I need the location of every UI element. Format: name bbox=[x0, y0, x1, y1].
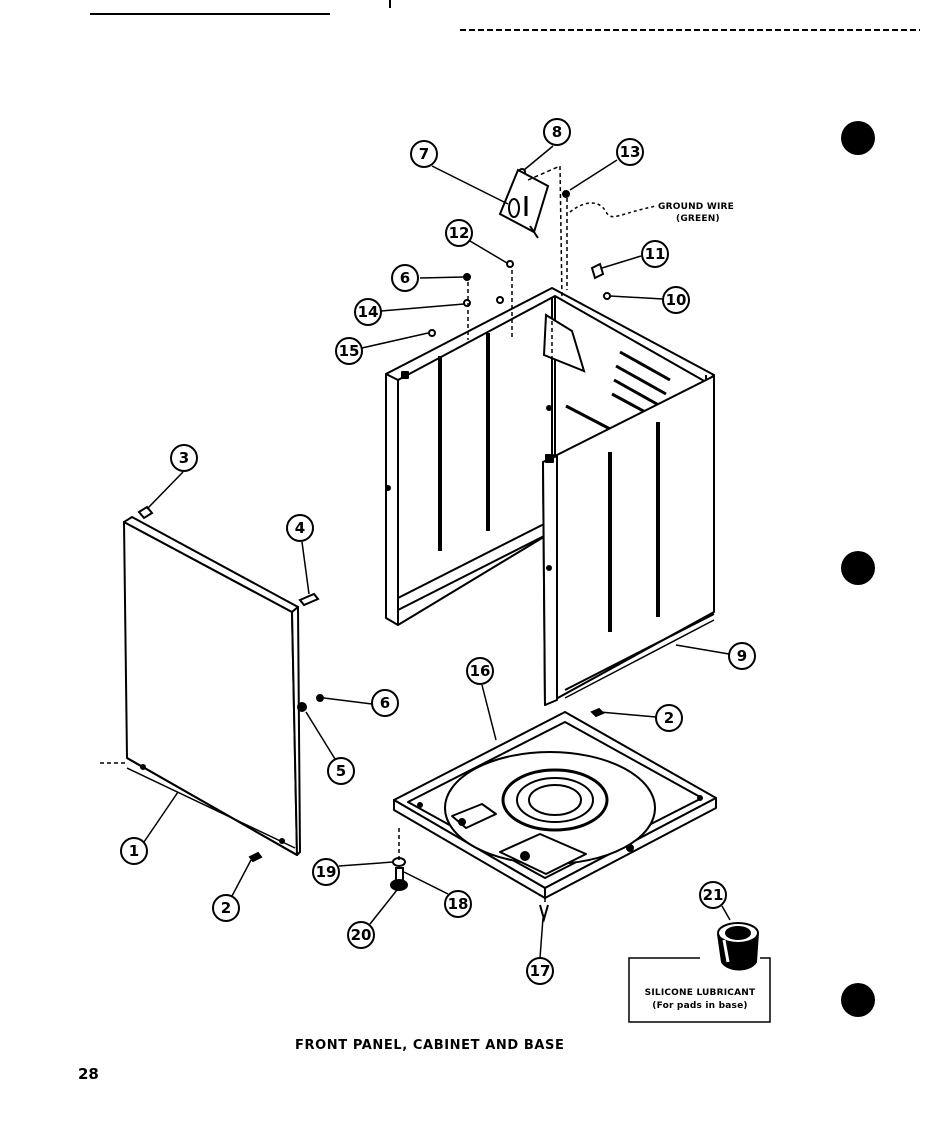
hardware bbox=[248, 168, 611, 923]
callout-6: 6 bbox=[371, 689, 399, 717]
svg-text:9: 9 bbox=[737, 647, 747, 665]
svg-text:10: 10 bbox=[666, 291, 687, 309]
callout-6: 6 bbox=[391, 264, 419, 292]
svg-text:3: 3 bbox=[179, 449, 189, 467]
svg-text:13: 13 bbox=[620, 143, 641, 161]
svg-text:1: 1 bbox=[129, 842, 139, 860]
callout-11: 11 bbox=[641, 240, 669, 268]
front-panel bbox=[123, 516, 301, 856]
svg-text:2: 2 bbox=[221, 899, 231, 917]
diagram-caption: FRONT PANEL, CABINET AND BASE bbox=[295, 1038, 565, 1053]
callout-8: 8 bbox=[543, 118, 571, 146]
svg-text:7: 7 bbox=[419, 145, 429, 163]
callout-17: 17 bbox=[526, 957, 554, 985]
callout-3: 3 bbox=[170, 444, 198, 472]
callout-14: 14 bbox=[354, 298, 382, 326]
panel-clip bbox=[137, 505, 154, 520]
cabinet-right-panel bbox=[542, 375, 715, 706]
callout-15: 15 bbox=[335, 337, 363, 365]
ground-wire bbox=[569, 202, 657, 218]
svg-text:19: 19 bbox=[316, 863, 337, 881]
svg-text:2: 2 bbox=[664, 709, 674, 727]
cabinet-back-bracket bbox=[542, 313, 586, 373]
svg-text:18: 18 bbox=[448, 895, 469, 913]
callout-9: 9 bbox=[728, 642, 756, 670]
binder-hole-middle bbox=[841, 551, 875, 585]
terminal-block bbox=[498, 168, 550, 239]
cabinet-shell bbox=[385, 287, 715, 626]
page-number: 28 bbox=[78, 1065, 99, 1083]
callout-4: 4 bbox=[286, 514, 314, 542]
svg-text:11: 11 bbox=[645, 245, 666, 263]
base bbox=[393, 711, 717, 899]
svg-text:14: 14 bbox=[358, 303, 379, 321]
svg-text:5: 5 bbox=[336, 762, 346, 780]
callouts: 1 2 2 3 4 5 6 6 7 8 9 10 11 12 13 14 15 … bbox=[120, 118, 756, 985]
svg-text:GROUND WIRE: GROUND WIRE bbox=[658, 202, 734, 212]
lubricant-note: SILICONE LUBRICANT (For pads in base) bbox=[628, 957, 771, 1023]
binder-hole-bottom bbox=[841, 983, 875, 1017]
panel-bracket bbox=[298, 592, 320, 607]
callout-12: 12 bbox=[445, 219, 473, 247]
callout-1: 1 bbox=[120, 837, 148, 865]
svg-text:(For pads in base): (For pads in base) bbox=[652, 1001, 747, 1011]
svg-text:4: 4 bbox=[295, 519, 305, 537]
svg-text:8: 8 bbox=[552, 123, 562, 141]
callout-7: 7 bbox=[410, 140, 438, 168]
binder-hole-top bbox=[841, 121, 875, 155]
svg-text:21: 21 bbox=[703, 886, 724, 904]
assembly-guide-lines bbox=[100, 164, 568, 905]
cabinet-louvers bbox=[565, 350, 671, 432]
callout-2: 2 bbox=[655, 704, 683, 732]
ground-wire-note: GROUND WIRE (GREEN) bbox=[658, 202, 734, 224]
svg-text:SILICONE LUBRICANT: SILICONE LUBRICANT bbox=[645, 988, 756, 998]
callout-leaders bbox=[143, 145, 730, 959]
callout-19: 19 bbox=[312, 858, 340, 886]
callout-20: 20 bbox=[347, 921, 375, 949]
callout-18: 18 bbox=[444, 890, 472, 918]
svg-text:6: 6 bbox=[380, 694, 390, 712]
svg-text:15: 15 bbox=[339, 342, 360, 360]
callout-5: 5 bbox=[327, 757, 355, 785]
callout-10: 10 bbox=[662, 286, 690, 314]
svg-text:20: 20 bbox=[351, 926, 372, 944]
scan-artifact-top bbox=[90, 0, 920, 31]
callout-21: 21 bbox=[699, 881, 727, 909]
svg-text:6: 6 bbox=[400, 269, 410, 287]
svg-text:16: 16 bbox=[470, 662, 491, 680]
callout-2: 2 bbox=[212, 894, 240, 922]
lubricant-can bbox=[717, 905, 759, 971]
svg-text:(GREEN): (GREEN) bbox=[676, 214, 720, 224]
callout-16: 16 bbox=[466, 657, 494, 685]
svg-text:12: 12 bbox=[449, 224, 470, 242]
callout-13: 13 bbox=[616, 138, 644, 166]
svg-text:17: 17 bbox=[530, 962, 551, 980]
